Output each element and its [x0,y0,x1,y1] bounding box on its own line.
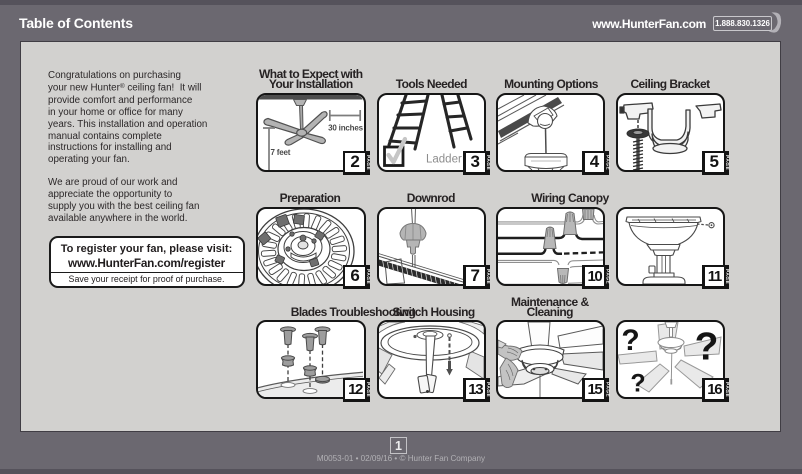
svg-text:?: ? [630,369,645,397]
svg-text:?: ? [621,324,639,357]
svg-text:Ladder: Ladder [426,153,462,165]
svg-text:?: ? [694,325,718,368]
svg-text:30 inches: 30 inches [328,123,363,132]
svg-text:7 feet: 7 feet [271,148,291,157]
